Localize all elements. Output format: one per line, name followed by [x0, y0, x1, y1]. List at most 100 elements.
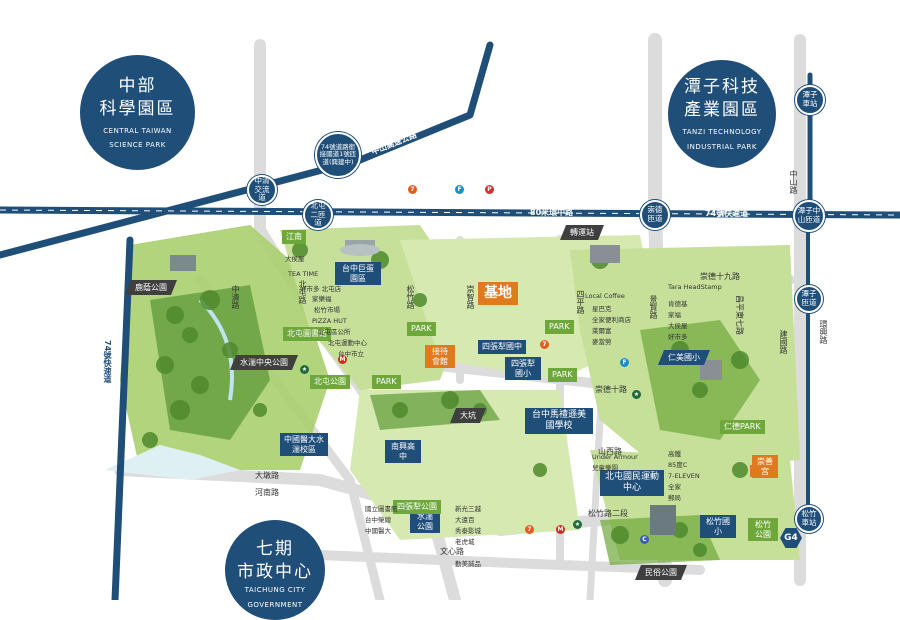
familymart-icon: F	[455, 185, 464, 194]
road-changping-east-7: 昌平東七路	[735, 295, 744, 335]
landmark-renmei[interactable]: 仁美國小	[658, 350, 710, 365]
road-shanxi: 山西路	[598, 447, 622, 456]
ic-beitun2[interactable]: 北屯二匝道	[303, 200, 333, 230]
poi-3: 好市多 北屯店	[300, 285, 342, 293]
site-marker[interactable]: 基地	[478, 282, 518, 305]
park-tag-2: PARK	[545, 320, 574, 334]
landmark-minju-park[interactable]: 民俗公園	[635, 565, 687, 580]
ic-tanzi-side[interactable]: 潭子匝道	[795, 285, 823, 313]
poi-7: 北屯區公所	[318, 328, 351, 336]
landmark-reception[interactable]: 接待會館	[425, 345, 455, 369]
landmark-dakeng[interactable]: 大坑	[450, 408, 486, 423]
poi-9: 台中市立	[338, 350, 364, 358]
poi-20: 大侯屋	[668, 322, 688, 330]
ic-zhongqing[interactable]: 中清交流道	[247, 175, 277, 205]
poi-4: 家樂福	[312, 295, 332, 303]
landmark-american-school[interactable]: 台中馬禮遜美國學校	[525, 408, 593, 434]
road-songzhu: 松竹路	[406, 285, 415, 309]
landmark-chongshan[interactable]: 崇善宮	[752, 455, 778, 479]
poi-32: 秀泰影城	[455, 527, 481, 535]
poi-30: 新光三越	[455, 505, 481, 513]
park-tag-3: PARK	[548, 368, 577, 382]
road-zhongshan: 中山路	[789, 170, 798, 194]
landmark-bridge[interactable]: 轉運站	[560, 225, 604, 240]
tanzi-park-circle[interactable]: 潭子科技 產業園區 TANZI TECHNOLOGY INDUSTRIAL PA…	[668, 60, 776, 168]
road-ring-80: 80米環中路	[530, 208, 574, 217]
road-jingxian: 景賢路	[649, 295, 658, 319]
poi-18: 肯德基	[668, 300, 688, 308]
poi-1: 大侯屋	[285, 255, 305, 263]
road-siping: 四平路	[576, 290, 585, 314]
poi-11: Tara HeadStamp	[668, 283, 722, 291]
landmark-giant-egg[interactable]: 台中巨蛋園區	[335, 262, 381, 286]
familymart-icon: F	[620, 358, 629, 367]
ic-route74[interactable]: 74號道路銜接國道1號匝道(興建中)	[315, 132, 361, 178]
carrefour-icon: C	[640, 535, 649, 544]
road-henan: 河南路	[255, 488, 279, 497]
science-park-en-1: CENTRAL TAIWAN	[103, 126, 172, 135]
road-expressway-74-left: 74號快速道	[103, 340, 112, 384]
road-jingping: 建國路	[779, 330, 788, 354]
pxmart-icon: P	[485, 185, 494, 194]
poi-12: 星巴克	[592, 305, 612, 313]
poi-27: 國立圖書館	[365, 505, 398, 513]
poi-31: 大遠百	[455, 516, 475, 524]
poi-33: 老虎城	[455, 538, 475, 546]
ic-songzhu-station[interactable]: 松竹車站	[795, 505, 823, 533]
poi-22: 高鐵	[668, 450, 681, 458]
landmark-guanglian[interactable]: 鹿蔭公園	[125, 280, 177, 295]
poi-21: 好市多	[668, 333, 688, 341]
tanzi-park-zh-2: 產業園區	[684, 100, 760, 121]
poi-26: 郵局	[668, 494, 681, 502]
landmark-songzhu-elem[interactable]: 松竹國小	[700, 515, 736, 539]
landmark-chinamed[interactable]: 中國醫大水湍校區	[280, 433, 328, 457]
landmark-hq-park[interactable]: 四張犁國中	[478, 340, 526, 354]
poi-28: 台中榮總	[365, 516, 391, 524]
poi-5: 松竹市場	[314, 306, 340, 314]
poi-14: 萊爾富	[592, 327, 612, 335]
science-park-circle[interactable]: 中部 科學園區 CENTRAL TAIWAN SCIENCE PARK	[80, 55, 195, 170]
starbucks-icon: ★	[300, 365, 309, 374]
road-zhongqing: 中清路	[231, 285, 240, 309]
landmark-water-park[interactable]: 水湍公園	[410, 510, 440, 534]
mcdonalds-icon: M	[338, 355, 347, 364]
park-tag-dekhang: 仁德PARK	[720, 420, 765, 434]
landmark-nanxing[interactable]: 南興高中	[385, 440, 421, 464]
road-yongxing: 環興路	[819, 320, 828, 344]
poi-29: 中國醫大	[365, 527, 391, 535]
ic-tanzi-station[interactable]: 潭子車站	[795, 85, 825, 115]
park-tag-4: PARK	[372, 375, 401, 389]
science-park-en-2: SCIENCE PARK	[109, 141, 166, 150]
poi-6: PIZZA HUT	[312, 317, 347, 325]
road-expressway-74-right: 74號快速道	[705, 209, 749, 218]
city-center-zh-2: 市政中心	[237, 561, 313, 582]
poi-15: 麥當勞	[592, 338, 612, 346]
city-center-circle[interactable]: 七期 市政中心 TAICHUNG CITY GOVERNMENT	[225, 520, 325, 620]
poi-2: TEA TIME	[288, 270, 319, 278]
science-park-zh-2: 科學園區	[99, 98, 176, 119]
road-dadun: 大墩路	[255, 471, 279, 480]
poi-24: 7-ELEVEN	[668, 472, 700, 480]
seven-eleven-icon: 7	[525, 525, 534, 534]
road-chongde-19: 崇德十九路	[700, 272, 740, 281]
ic-chongde[interactable]: 崇德匝道	[640, 200, 670, 230]
poi-13: 全家便利商店	[592, 316, 631, 324]
landmark-shuinan-park[interactable]: 水湍中央公園	[230, 355, 298, 370]
park-tag-1: PARK	[407, 322, 436, 336]
poi-25: 全家	[668, 483, 681, 491]
science-park-zh-1: 中部	[118, 75, 157, 96]
landmark-sizhangli[interactable]: 四張犁國小	[505, 357, 541, 381]
poi-16: Under Armour	[592, 453, 638, 461]
poi-17: 兒童樂園	[592, 464, 618, 472]
road-beitun: 北屯路	[298, 280, 307, 304]
ic-tanzi-zhongshan[interactable]: 潭子中山匝道	[793, 200, 825, 232]
landmark-beitun-sports[interactable]: 北屯國民運動中心	[600, 470, 664, 496]
city-center-zh-1: 七期	[256, 539, 294, 559]
g4-marker: G4	[780, 528, 802, 548]
poi-19: 家福	[668, 311, 681, 319]
poi-34: 勤美誠品	[455, 560, 481, 568]
road-chongzhi: 崇智路	[466, 285, 475, 309]
mcdonalds-icon: M	[556, 525, 565, 534]
park-tag-jiangnan: 江南	[282, 230, 306, 244]
